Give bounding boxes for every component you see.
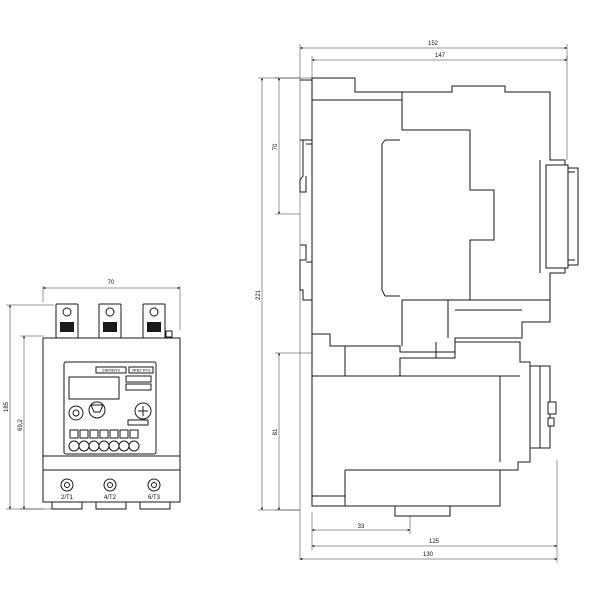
side-bottom-small-label: 33 xyxy=(358,524,365,530)
front-height-inner-label: 69,2 xyxy=(18,419,24,431)
side-inner-width-label: 147 xyxy=(435,53,446,59)
side-overall-width-dimension: 152 xyxy=(299,41,568,560)
side-bottom-mid-dimension: 125 xyxy=(311,460,558,550)
side-upper-height-label: 70 xyxy=(273,143,279,150)
terminal-label-3: 6/T3 xyxy=(148,495,161,501)
side-upper-height-dimension: 70 xyxy=(273,77,300,215)
contactor-body xyxy=(311,77,579,356)
top-terminals xyxy=(55,303,173,339)
model-label: 3RB2 RV3 xyxy=(132,368,152,373)
side-bottom-small-dimension: 33 xyxy=(311,512,411,534)
mounting-rail xyxy=(299,79,313,301)
front-height-outer-label: 185 xyxy=(4,401,10,412)
terminal-label-2: 4/T2 xyxy=(104,495,117,501)
side-bottom-mid-label: 125 xyxy=(429,539,440,545)
terminal-label-1: 2/T1 xyxy=(61,495,74,501)
test-knob-icon[interactable] xyxy=(68,405,84,421)
side-overall-width-label: 152 xyxy=(428,41,439,47)
side-view: 152 147 221 70 81 xyxy=(256,41,579,563)
side-total-height-label: 221 xyxy=(256,289,262,300)
front-width-label: 70 xyxy=(108,280,115,286)
adjust-dial-icon[interactable] xyxy=(134,402,152,420)
side-bottom-total-dimension: 130 xyxy=(299,550,558,563)
bottom-terminals: 2/T1 4/T2 6/T3 xyxy=(51,478,171,510)
brand-label: SIEMENS xyxy=(102,368,120,373)
side-lower-height-label: 81 xyxy=(273,428,279,435)
side-total-height-dimension: 221 xyxy=(256,77,312,511)
front-panel: SIEMENS 3RB2 RV3 xyxy=(63,361,157,455)
front-height-outer-dimension: 185 xyxy=(4,304,54,510)
side-lower-height-dimension: 81 xyxy=(273,352,312,511)
overload-relay-body xyxy=(311,333,557,517)
side-bottom-total-label: 130 xyxy=(423,552,434,558)
aux-terminals xyxy=(68,429,140,452)
reset-knob-icon[interactable] xyxy=(88,401,106,419)
front-width-dimension: 70 xyxy=(42,280,181,330)
front-view: 70 185 69,2 xyxy=(4,280,181,510)
front-height-inner-dimension: 69,2 xyxy=(18,335,44,510)
